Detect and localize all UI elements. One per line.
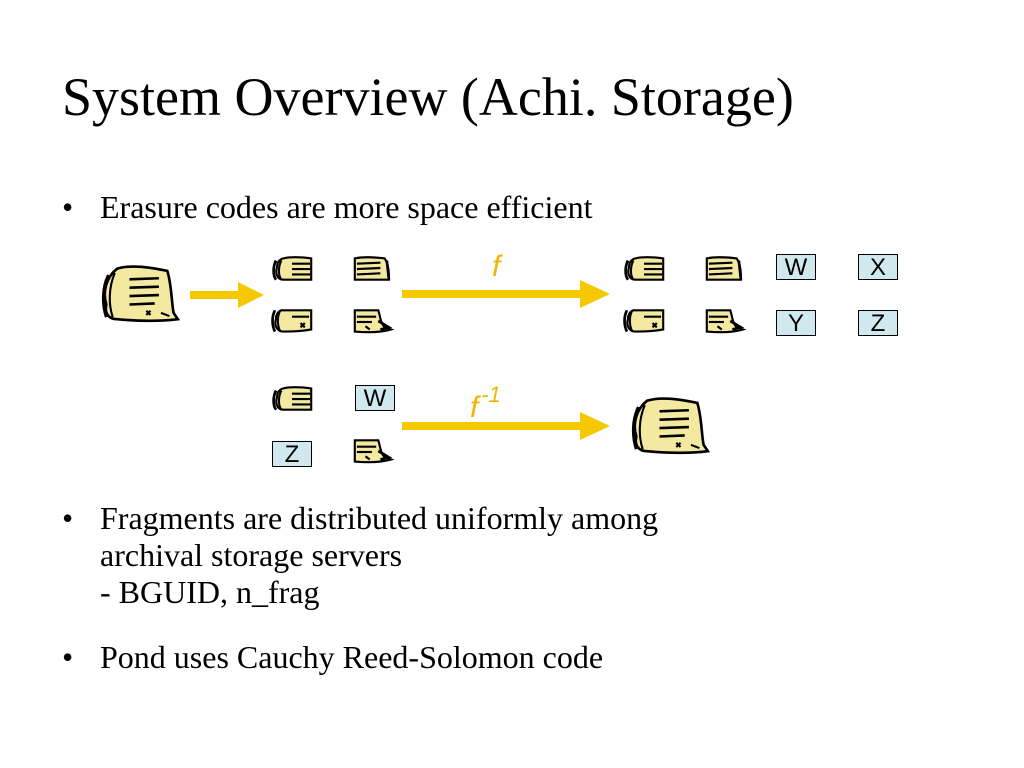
fragment-top-right-icon: [352, 252, 396, 284]
slide-title: System Overview (Achi. Storage): [62, 67, 794, 127]
parity-fragment-box: W: [776, 254, 816, 281]
fragment-top-left-icon: [622, 252, 666, 284]
bullet-line: Erasure codes are more space efficient: [100, 189, 593, 225]
bullet-marker: •: [62, 500, 74, 536]
decode-function-superscript: -1: [481, 382, 501, 407]
fragment-bottom-left-icon: [622, 306, 666, 338]
decode-function-name: f: [470, 391, 479, 424]
reconstruct-fragment-box: Z: [272, 441, 312, 468]
bullet-text: Pond uses Cauchy Reed-Solomon code: [100, 639, 603, 676]
document-icon: [628, 394, 712, 458]
bullet-line: Fragments are distributed uniformly amon…: [100, 500, 659, 536]
parity-fragment-box: Z: [858, 310, 898, 337]
bullet-marker: •: [62, 189, 74, 225]
fragment-top-left-icon: [270, 252, 314, 284]
encode-function-label: f: [492, 250, 501, 283]
fragment-bottom-right-icon: [352, 306, 396, 338]
reconstruct-fragment-box: W: [355, 385, 395, 412]
bullet-text: Erasure codes are more space efficient: [100, 189, 592, 226]
decode-function-label: f-1: [470, 382, 501, 425]
bullet-line: archival storage servers: [100, 537, 403, 573]
fragment-bottom-left-icon: [270, 306, 314, 338]
document-icon: [98, 262, 182, 326]
bullet-marker: •: [62, 639, 74, 675]
decode-arrow-icon: [402, 412, 610, 440]
fragment-bottom-right-icon: [352, 436, 396, 468]
bullet-line: - BGUID, n_frag: [100, 574, 320, 610]
fragment-top-right-icon: [704, 252, 748, 284]
fragment-top-left-icon: [270, 382, 314, 414]
encode-arrow-icon: [402, 280, 610, 308]
bullet-text: Fragments are distributed uniformly amon…: [100, 500, 658, 611]
parity-fragment-box: Y: [776, 310, 816, 337]
fragment-bottom-right-icon: [704, 306, 748, 338]
arrow-icon: [190, 282, 264, 308]
bullet-line: Pond uses Cauchy Reed-Solomon code: [100, 639, 604, 675]
parity-fragment-box: X: [858, 254, 898, 281]
